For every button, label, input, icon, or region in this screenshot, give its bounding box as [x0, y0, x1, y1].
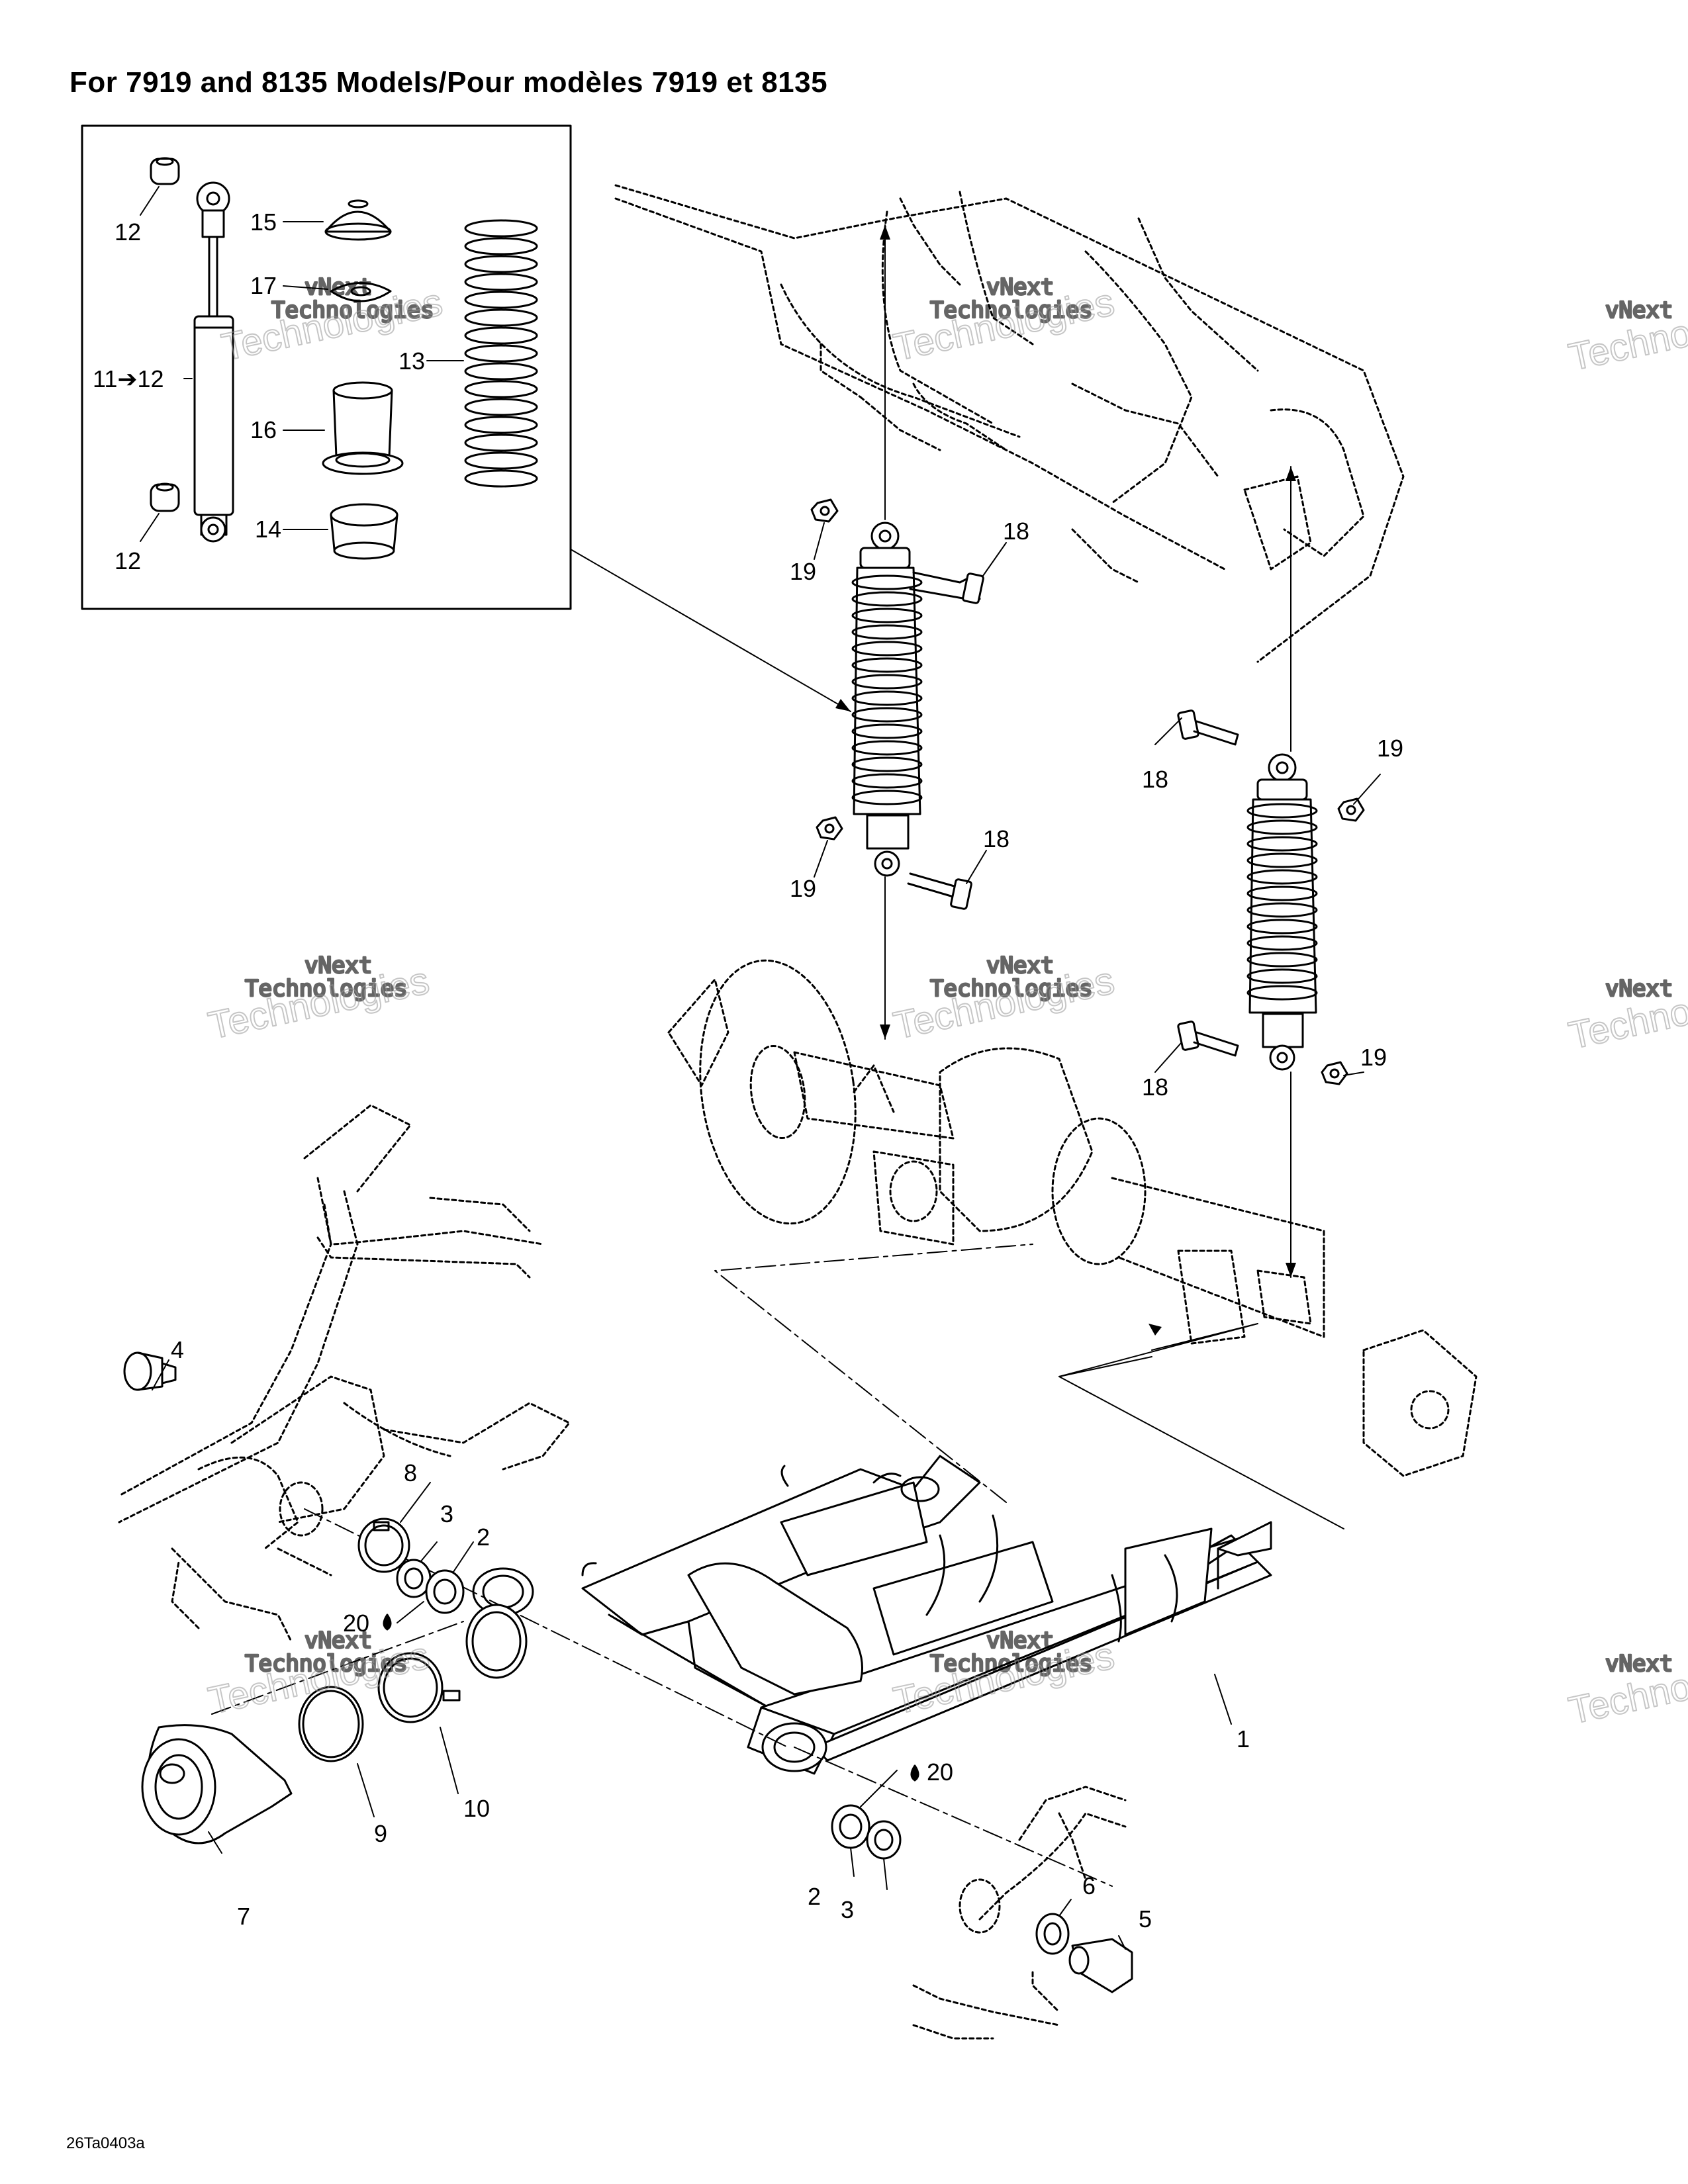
callout-leaders: [152, 522, 1381, 1950]
callout-2: 2: [477, 1524, 490, 1551]
svg-text:vNext: vNext: [1605, 1651, 1673, 1677]
seal-3-lower: [866, 1820, 902, 1860]
clamp-10: [377, 1652, 461, 1723]
svg-text:vNext: vNext: [1605, 297, 1673, 324]
callout-15: 15: [250, 208, 277, 236]
callout-9: 9: [374, 1820, 387, 1847]
boot-7: [141, 1724, 293, 1844]
callout-20: 20: [927, 1758, 953, 1786]
bushing-bottom: [150, 482, 180, 512]
figure-code: 26Ta0403a: [66, 2134, 145, 2152]
callout-6: 6: [1082, 1872, 1096, 1899]
svg-text:Technologies: Technologies: [930, 1651, 1093, 1677]
inset-frame: [81, 124, 572, 610]
callout-18: 18: [1142, 766, 1168, 793]
lower-right-bracket: [912, 1786, 1127, 2040]
watermark: vNext Technologies Technologies vNext Te…: [204, 273, 1688, 1733]
callout-3: 3: [841, 1896, 854, 1923]
callout-12: 12: [115, 547, 141, 574]
svg-text:Technologies: Technologies: [245, 976, 408, 1002]
left-frame: [118, 1104, 571, 1643]
callout-20: 20: [343, 1610, 369, 1637]
adjuster-ring: [330, 503, 399, 560]
callout-11: 11➔12: [93, 365, 164, 392]
bolt-lower-right: [1177, 1021, 1239, 1057]
svg-text:vNext: vNext: [305, 274, 372, 300]
callout-18: 18: [1142, 1073, 1168, 1101]
callout-13: 13: [399, 347, 425, 375]
nut-lower-left: [816, 816, 843, 841]
pivot-bolt-left: [123, 1351, 177, 1391]
callout-3: 3: [440, 1500, 453, 1527]
retainer-clip: [330, 282, 392, 302]
spacer-sleeve: [322, 381, 404, 475]
callout-19: 19: [790, 875, 816, 902]
pipe-section: [465, 1604, 528, 1679]
seal-3-upper: [396, 1559, 432, 1598]
page-title: For 7919 and 8135 Models/Pour modèles 79…: [70, 66, 828, 99]
clamp-8: [357, 1518, 410, 1573]
callout-18: 18: [983, 825, 1009, 852]
grease-drop-icon: [383, 1614, 392, 1631]
callout-14: 14: [255, 516, 281, 543]
right-shock-assembly: [1246, 753, 1318, 1071]
callout-8: 8: [404, 1459, 417, 1486]
svg-text:Technologies: Technologies: [271, 297, 434, 324]
svg-text:Technologies: Technologies: [930, 297, 1093, 324]
grease-drop-icon: [910, 1764, 919, 1782]
callout-19: 19: [1360, 1044, 1387, 1071]
callout-5: 5: [1139, 1905, 1152, 1933]
rear-axle: [667, 959, 1477, 1477]
callout-10: 10: [463, 1795, 490, 1822]
ring-9: [298, 1686, 364, 1762]
bolt-upper-right: [1177, 709, 1239, 746]
callout-18: 18: [1003, 518, 1029, 545]
callout-16: 16: [250, 416, 277, 443]
nut-lower-right: [1321, 1061, 1348, 1085]
callout-1: 1: [1237, 1725, 1250, 1752]
svg-text:vNext: vNext: [986, 1627, 1054, 1654]
svg-text:Technologies: Technologies: [930, 976, 1093, 1002]
nut-6: [1035, 1913, 1070, 1955]
left-pivot-housing: [279, 1481, 324, 1537]
left-shock-assembly: [851, 522, 923, 877]
callout-12: 12: [115, 218, 141, 246]
svg-text:vNext: vNext: [986, 952, 1054, 979]
bearing-2-lower: [831, 1804, 870, 1849]
svg-text:vNext: vNext: [305, 952, 372, 979]
callout-7: 7: [237, 1903, 250, 1930]
upper-frame: [614, 184, 1405, 663]
nut-upper-right: [1337, 797, 1365, 822]
inset-pointer: [570, 549, 851, 712]
svg-text:Technologies: Technologies: [245, 1651, 408, 1677]
callout-17: 17: [250, 272, 277, 299]
bearing-2-upper: [425, 1569, 465, 1614]
pivot-bolt-right: [1068, 1938, 1133, 1993]
callout-4: 4: [171, 1336, 184, 1363]
bolt-lower-left: [907, 872, 972, 910]
callout-19: 19: [1377, 735, 1403, 762]
svg-text:vNext: vNext: [1605, 976, 1673, 1002]
bolt-upper-left: [909, 571, 984, 604]
swing-arm: [472, 1455, 1272, 1775]
spring-seat-upper: [324, 199, 392, 241]
callout-19: 19: [790, 558, 816, 585]
svg-text:vNext: vNext: [305, 1627, 372, 1654]
coil-spring: [464, 219, 538, 488]
callout-2: 2: [808, 1883, 821, 1910]
shock-absorber: [193, 181, 234, 543]
svg-text:vNext: vNext: [986, 274, 1054, 300]
nut-upper-left: [810, 498, 839, 523]
bushing-top: [150, 157, 180, 185]
